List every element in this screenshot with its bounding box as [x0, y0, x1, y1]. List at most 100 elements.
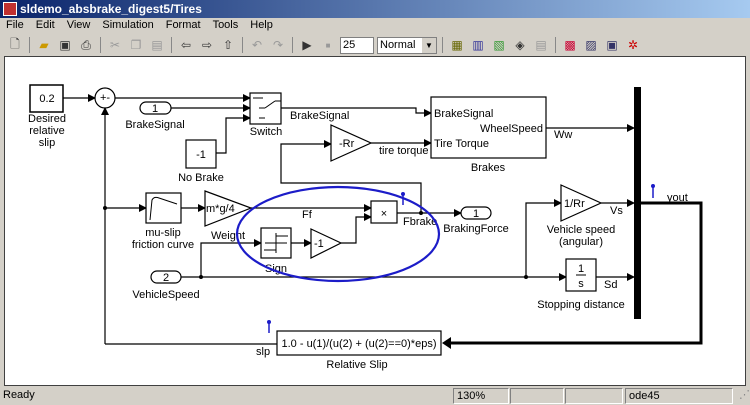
- gain-value: -Rr: [339, 138, 355, 150]
- product-symbol: ×: [381, 208, 387, 220]
- status-panel: [565, 388, 623, 404]
- signal-label-slp: slp: [256, 346, 270, 358]
- block-label: Switch: [250, 126, 282, 138]
- library-browser-icon[interactable]: ▦: [451, 38, 463, 52]
- product-block[interactable]: ×: [370, 200, 398, 224]
- stop-icon[interactable]: ■: [325, 40, 331, 50]
- gain-value: -1: [314, 238, 324, 250]
- block-label: VehicleSpeed: [132, 289, 199, 301]
- paste-icon[interactable]: ▤: [151, 38, 163, 52]
- sim-mode-select[interactable]: Normal▼: [377, 36, 437, 54]
- profiler-icon[interactable]: ▣: [606, 38, 618, 52]
- gain-value: m*g/4: [206, 203, 235, 215]
- play-icon[interactable]: ▶: [302, 38, 312, 52]
- copy-icon[interactable]: ❐: [130, 38, 142, 52]
- solver-name: ode45: [625, 388, 733, 404]
- port-label: BrakeSignal: [434, 108, 493, 120]
- resize-grip-icon[interactable]: ⋰: [739, 389, 750, 401]
- status-panel: [510, 388, 564, 404]
- up-icon[interactable]: ⇧: [222, 38, 234, 52]
- outport-number: 1: [473, 208, 479, 220]
- menu-format[interactable]: Format: [165, 19, 201, 31]
- sign-block[interactable]: Sign: [260, 227, 292, 275]
- sum-signs: +-: [100, 92, 110, 104]
- block-label: Brakes: [471, 162, 506, 174]
- menu-edit[interactable]: Edit: [35, 19, 55, 31]
- gain-value: 1/Rr: [564, 198, 585, 210]
- integrator-numerator: 1: [578, 263, 584, 275]
- stop-time-input[interactable]: 25: [340, 36, 374, 54]
- sim-mode-value: Normal: [380, 38, 416, 51]
- block-label: friction curve: [132, 239, 194, 251]
- menu-tools[interactable]: Tools: [212, 19, 239, 31]
- new-icon[interactable]: 🗋: [10, 36, 20, 51]
- switch-block[interactable]: Switch: [249, 92, 282, 138]
- undo-icon[interactable]: ↶: [251, 38, 263, 52]
- block-label: Desired: [28, 113, 66, 125]
- signal-label-brakesignal: BrakeSignal: [290, 110, 349, 122]
- highlight-ellipse: [235, 185, 441, 283]
- block-label: BrakeSignal: [125, 119, 184, 131]
- menu-view[interactable]: View: [66, 19, 91, 31]
- block-label: mu-slip: [145, 227, 180, 239]
- sum-block[interactable]: +-: [94, 87, 116, 109]
- block-label: Vehicle speed: [547, 224, 616, 236]
- zoom-level: 130%: [453, 388, 509, 404]
- menu-simulation[interactable]: Simulation: [102, 19, 154, 31]
- coverage-icon[interactable]: ▨: [585, 38, 597, 52]
- block-label: BrakingForce: [443, 223, 508, 235]
- open-icon[interactable]: ▰: [39, 38, 49, 52]
- build-icon[interactable]: ◈: [515, 38, 525, 52]
- menu-help[interactable]: Help: [250, 19, 273, 31]
- relative-slip-fcn[interactable]: 1.0 - u(1)/(u(2) + (u(2)==0)*eps) Relativ…: [276, 330, 442, 371]
- model-advisor-icon[interactable]: ▩: [564, 38, 576, 52]
- status-bar: Ready 130% ode45 ⋰: [0, 388, 750, 405]
- status-text: Ready: [3, 389, 35, 401]
- print-icon[interactable]: ⎙: [81, 37, 91, 52]
- signal-label-ww: Ww: [554, 129, 572, 141]
- mux-bus[interactable]: [634, 87, 641, 319]
- window-title: sldemo_absbrake_digest5/Tires: [20, 2, 202, 16]
- redo-icon[interactable]: ↷: [272, 38, 284, 52]
- negate-gain[interactable]: -1: [310, 228, 343, 259]
- block-label: Weight: [211, 230, 245, 242]
- simulink-icon: [3, 2, 17, 16]
- fcn-expression: 1.0 - u(1)/(u(2) + (u(2)==0)*eps): [282, 338, 437, 350]
- menu-file[interactable]: File: [6, 19, 24, 31]
- no-brake-block[interactable]: -1 No Brake: [178, 139, 224, 184]
- signal-label-sd: Sd: [604, 279, 617, 291]
- toolbar: 🗋 ▰ ▣ ⎙ ✂ ❐ ▤ ⇦ ⇨ ⇧ ↶ ↷ ▶ ■ 25 Normal▼ ▦…: [0, 34, 750, 56]
- cut-icon[interactable]: ✂: [109, 38, 121, 52]
- title-bar: sldemo_absbrake_digest5/Tires: [0, 0, 750, 18]
- inport-number: 1: [152, 103, 158, 115]
- signal-label-ff: Ff: [302, 209, 313, 221]
- update-diagram-icon[interactable]: ▧: [493, 38, 505, 52]
- rr-gain[interactable]: -Rr: [330, 124, 373, 162]
- back-icon[interactable]: ⇦: [180, 38, 192, 52]
- model-explorer-icon[interactable]: ▥: [472, 38, 484, 52]
- block-label: Stopping distance: [537, 299, 624, 311]
- forward-icon[interactable]: ⇨: [201, 38, 213, 52]
- signal-label-yout: yout: [667, 192, 688, 204]
- port-label: Tire Torque: [434, 138, 489, 150]
- signal-label-tire-torque: tire torque: [379, 145, 429, 157]
- block-label: relative: [29, 125, 64, 137]
- block-label: Relative Slip: [326, 359, 387, 371]
- debug-icon[interactable]: ▤: [535, 38, 547, 52]
- inport-number: 2: [163, 272, 169, 284]
- save-icon[interactable]: ▣: [59, 38, 71, 52]
- no-brake-value: -1: [196, 149, 206, 161]
- test-point-icon: [267, 184, 655, 333]
- debugger-icon[interactable]: ✲: [627, 38, 639, 52]
- block-label: No Brake: [178, 172, 224, 184]
